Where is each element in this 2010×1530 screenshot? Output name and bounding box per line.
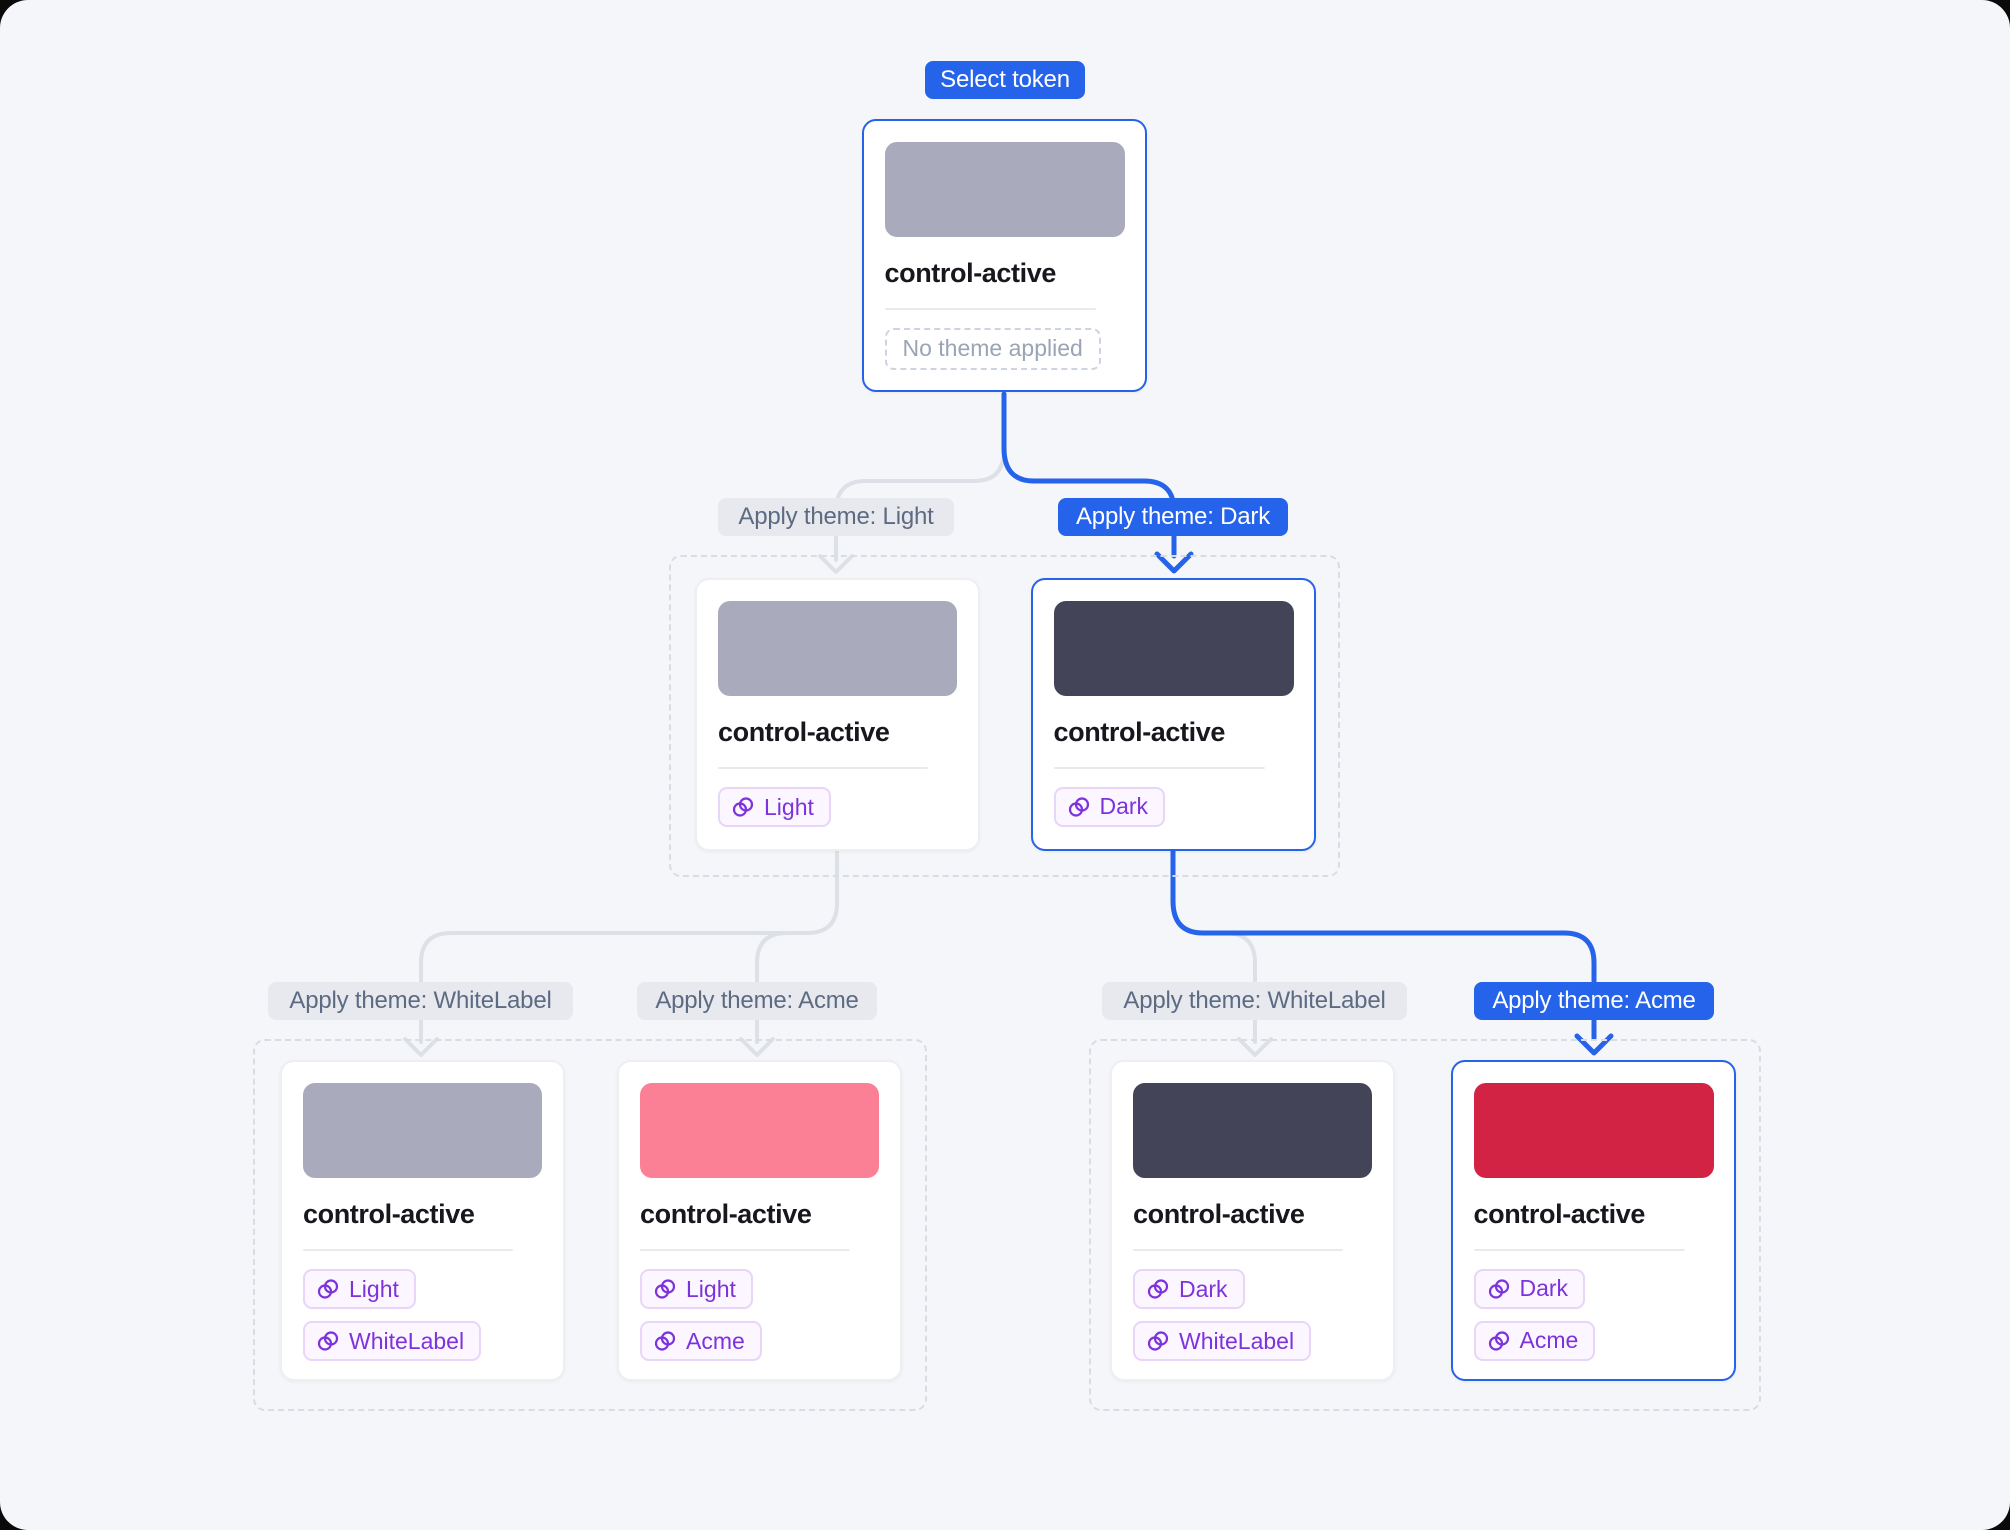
token-swatch — [1053, 600, 1294, 696]
token-card-light-acme[interactable]: control-active Light Acme — [617, 1060, 902, 1381]
token-swatch — [884, 141, 1125, 237]
token-name: control-active — [1133, 1199, 1305, 1229]
card-divider — [303, 1249, 514, 1251]
theme-icon — [1488, 1330, 1509, 1351]
card-divider — [718, 767, 929, 769]
theme-chip-label: Light — [349, 1275, 399, 1302]
theme-chip-label: Light — [686, 1275, 736, 1302]
theme-icon — [1068, 796, 1089, 817]
card-divider — [640, 1249, 851, 1251]
token-swatch — [1473, 1082, 1714, 1178]
theme-chip-acme: Acme — [640, 1321, 762, 1361]
theme-group-row2 — [669, 555, 1340, 877]
theme-chip-label: WhiteLabel — [349, 1327, 465, 1354]
token-card-light-whitelabel[interactable]: control-active Light WhiteLabel — [280, 1060, 565, 1381]
token-card-dark[interactable]: control-active Dark — [1031, 578, 1316, 851]
token-name: control-active — [640, 1199, 812, 1229]
theme-icon — [1147, 1331, 1169, 1351]
edge-light-to-whitelabel — [419, 849, 839, 1044]
theme-chip-label: Dark — [1519, 1275, 1569, 1301]
theme-icon — [732, 797, 754, 817]
token-card-dark-whitelabel[interactable]: control-active Dark WhiteLabel — [1110, 1060, 1395, 1381]
theme-icon — [317, 1279, 339, 1299]
token-name: control-active — [884, 257, 1057, 288]
theme-group-light-children — [253, 1039, 927, 1411]
no-theme-chip: No theme applied — [884, 327, 1101, 370]
token-swatch — [640, 1083, 879, 1178]
theme-chip-light: Light — [640, 1269, 753, 1309]
theme-chip-acme: Acme — [1473, 1320, 1596, 1361]
theme-icon — [317, 1331, 339, 1351]
theme-chip-label: WhiteLabel — [1179, 1327, 1295, 1354]
edge-root-to-light-arrowhead — [818, 554, 854, 574]
theme-chip-label: Acme — [686, 1327, 745, 1354]
edge-label-apply-acme-left: Apply theme: Acme — [637, 982, 877, 1020]
token-name: control-active — [1053, 716, 1226, 747]
edge-dark-to-whitelabel-arrowhead — [1237, 1037, 1273, 1057]
edge-label-apply-whitelabel-left: Apply theme: WhiteLabel — [268, 982, 573, 1020]
token-name: control-active — [718, 717, 890, 747]
card-divider — [1053, 766, 1265, 769]
theme-icon — [1147, 1279, 1169, 1299]
token-name: control-active — [303, 1199, 475, 1229]
token-name: control-active — [1473, 1198, 1646, 1229]
theme-chip-dark: Dark — [1053, 786, 1166, 827]
edge-dark-to-acme-arrowhead — [1574, 1033, 1614, 1056]
theme-chip-dark: Dark — [1133, 1269, 1245, 1309]
token-card-dark-acme[interactable]: control-active Dark Acme — [1451, 1060, 1736, 1381]
theme-chip-label: Light — [764, 793, 814, 820]
token-card-light[interactable]: control-active Light — [695, 578, 980, 851]
theme-chip-label: Acme — [1519, 1327, 1579, 1353]
theme-chip-dark: Dark — [1473, 1268, 1586, 1309]
token-swatch — [1133, 1083, 1372, 1178]
theme-chip-light: Light — [303, 1269, 416, 1309]
theme-chip-whitelabel: WhiteLabel — [303, 1321, 482, 1361]
theme-chip-light: Light — [718, 787, 831, 827]
edge-light-to-whitelabel-arrowhead — [403, 1037, 439, 1057]
edge-dark-to-acme — [1170, 848, 1597, 1041]
token-swatch — [718, 601, 957, 696]
edge-label-apply-light: Apply theme: Light — [718, 498, 954, 536]
theme-group-dark-children — [1089, 1039, 1761, 1411]
token-swatch — [303, 1083, 542, 1178]
token-card-root[interactable]: control-active No theme applied — [862, 119, 1147, 392]
card-divider — [1473, 1248, 1685, 1251]
theme-chip-label: Dark — [1099, 793, 1149, 819]
edge-label-apply-dark: Apply theme: Dark — [1058, 498, 1288, 536]
theme-chip-whitelabel: WhiteLabel — [1133, 1321, 1312, 1361]
card-divider — [1133, 1249, 1344, 1251]
select-token-label: Select token — [925, 61, 1085, 99]
theme-chip-label: Dark — [1179, 1275, 1228, 1302]
edge-root-to-dark-arrowhead — [1154, 551, 1194, 574]
theme-icon — [654, 1331, 676, 1351]
edge-label-apply-whitelabel-right: Apply theme: WhiteLabel — [1102, 982, 1407, 1020]
edge-light-to-acme-arrowhead — [739, 1037, 775, 1057]
theme-icon — [654, 1279, 676, 1299]
card-divider — [884, 307, 1096, 310]
edge-label-apply-acme-right: Apply theme: Acme — [1474, 982, 1714, 1020]
edge-light-to-acme — [755, 931, 789, 1044]
theme-icon — [1488, 1278, 1509, 1299]
